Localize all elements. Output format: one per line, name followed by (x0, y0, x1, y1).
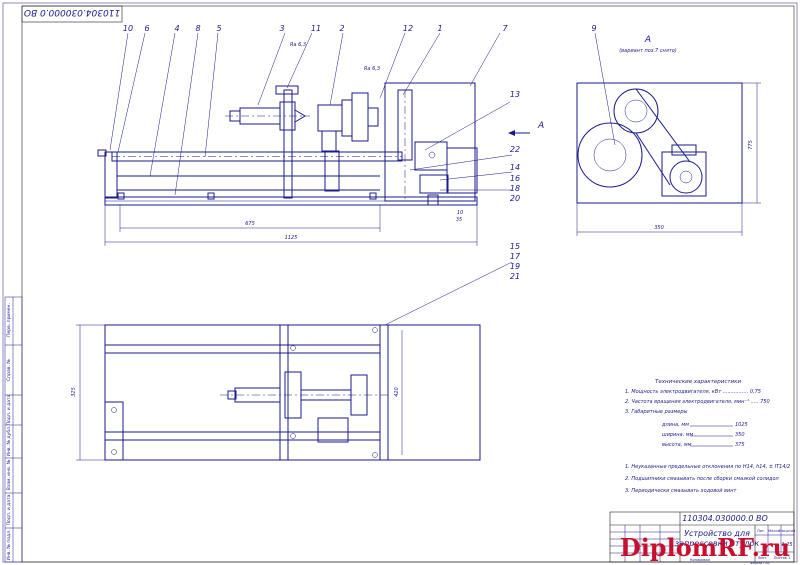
part-label: 1 (437, 24, 442, 33)
svg-text:Взам. инв. №: Взам. инв. № (6, 459, 12, 490)
part-label: 19 (510, 262, 520, 271)
part-label: 17 (510, 252, 521, 261)
tech-line: 2. Частота вращения электродвигателя, ми… (625, 399, 770, 405)
note-line: 2. Подшипники смазывать после сборки сма… (625, 476, 780, 482)
tech-characteristics: Технические характеристики 1. Мощность э… (625, 379, 790, 494)
svg-text:Лит.: Лит. (757, 529, 765, 533)
part-labels: 10 6 4 8 5 3 11 2 12 1 7 9 13 22 14 16 1… (123, 24, 597, 281)
svg-text:Подп. и дата: Подп. и дата (6, 394, 12, 425)
tech-heading: Технические характеристики (655, 379, 741, 385)
tech-line: 3. Габаритные размеры (625, 409, 687, 415)
side-view-a: А (вариант поз.7 снято) 350 775 (576, 35, 761, 236)
svg-text:Листов 1: Листов 1 (774, 556, 790, 560)
part-label: 11 (311, 24, 321, 33)
gabarit-label: высота, мм (662, 442, 692, 448)
dim-plan-325: 325 (71, 387, 77, 397)
title-name-2: запрессовки втулок (675, 539, 759, 548)
leaders (109, 32, 616, 326)
svg-text:Инв. № дубл.: Инв. № дубл. (6, 426, 12, 457)
part-label: 5 (216, 24, 221, 33)
part-label: 9 (591, 24, 596, 33)
view-label: А (644, 35, 651, 45)
part-label: 21 (510, 272, 520, 281)
part-label: 20 (510, 194, 520, 203)
roughness-2: Ra 6,3 (364, 66, 380, 72)
gabarit-label: ширина, мм (662, 432, 694, 438)
title-code: 110304.030000.0 ВО (682, 514, 768, 523)
front-view: 675 1125 10 35 Ra 6,3 Ra 6,3 А (97, 42, 544, 246)
part-label: 4 (174, 24, 179, 33)
svg-text:Формат А1: Формат А1 (750, 561, 770, 565)
part-label: 15 (510, 242, 520, 251)
part-label: 2 (339, 24, 344, 33)
part-label: 8 (195, 24, 200, 33)
part-label: 6 (144, 24, 149, 33)
tech-line: 1. Мощность электродвигателя, кВт ......… (625, 389, 761, 395)
svg-text:Лист: Лист (758, 556, 767, 560)
note-line: 1. Неуказанные предельные отклонения по … (625, 464, 790, 470)
part-label: 3 (279, 24, 284, 33)
gabarit-value: 350 (735, 432, 745, 438)
note-line: 3. Периодически смазывать ходовой винт (625, 488, 738, 494)
gabarit-value: 1025 (735, 422, 748, 428)
svg-text:Масштаб: Масштаб (779, 529, 796, 533)
part-label: 16 (510, 174, 520, 183)
title-block: 110304.030000.0 ВО Устройство для запрес… (609, 511, 796, 565)
dim-350: 350 (654, 225, 664, 231)
svg-text:Инв. № подл.: Инв. № подл. (6, 529, 12, 560)
plan-view: 325 420 (71, 324, 481, 461)
title-name-1: Устройство для (684, 529, 750, 538)
stamp-code: 110304.030000.0 ВО (24, 7, 120, 17)
part-label: 18 (510, 184, 520, 193)
part-label: 22 (510, 145, 520, 154)
dim-35: 35 (456, 217, 462, 223)
part-label: 10 (123, 24, 133, 33)
svg-text:Справ. №: Справ. № (6, 359, 12, 381)
dim-1125: 1125 (285, 235, 298, 241)
section-arrow-label: А (537, 121, 544, 131)
roughness-1: Ra 6,3 (290, 42, 306, 48)
watermark: DiplomRF.ru (620, 533, 790, 562)
dim-775: 775 (748, 140, 754, 150)
part-label: 12 (403, 24, 413, 33)
gabarit-value: 375 (735, 442, 745, 448)
gabarit-label: длина, мм (661, 422, 689, 428)
view-note: (вариант поз.7 снято) (619, 48, 677, 54)
svg-text:Масса: Масса (768, 529, 779, 533)
scale-value: 1:25 (781, 542, 792, 548)
dim-10: 10 (457, 210, 463, 216)
svg-text:Подп. и дата: Подп. и дата (6, 494, 12, 525)
part-label: 7 (502, 24, 508, 33)
part-label: 13 (510, 90, 520, 99)
stamp-box: 110304.030000.0 ВО (21, 5, 123, 23)
part-label: 14 (510, 163, 520, 172)
dim-675: 675 (245, 221, 255, 227)
side-column: Перв. примен. Справ. № Подп. и дата Инв.… (4, 296, 23, 563)
svg-text:Копировал: Копировал (690, 558, 710, 562)
svg-text:Перв. примен.: Перв. примен. (6, 303, 12, 337)
drawing-frame (21, 5, 795, 563)
dim-plan-420: 420 (394, 387, 400, 397)
